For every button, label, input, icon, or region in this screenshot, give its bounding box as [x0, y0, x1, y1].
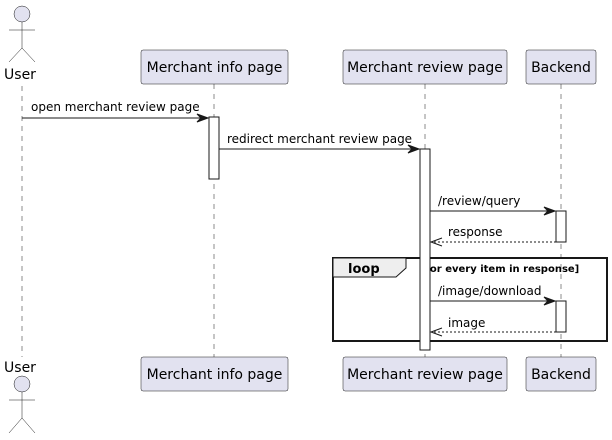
user-label-bottom: User: [4, 360, 36, 376]
merchant-info-label-top: Merchant info page: [147, 60, 283, 76]
message-response: response: [429, 225, 556, 247]
user-label-top: User: [4, 67, 36, 83]
merchant-info-box-bottom: Merchant info page: [140, 356, 289, 392]
backend-label-bottom: Backend: [531, 367, 591, 383]
message-open-review: open merchant review page: [22, 100, 210, 123]
backend-activation-2: [555, 300, 567, 333]
message-label: image: [448, 316, 485, 330]
user-actor-icon: [13, 5, 31, 23]
user-actor-icon: [13, 375, 31, 393]
message-label: /review/query: [438, 194, 520, 208]
backend-label-top: Backend: [531, 60, 591, 76]
loop-label: loop: [348, 262, 380, 277]
backend-box-top: Backend: [525, 49, 597, 85]
message-review-query: /review/query: [430, 194, 557, 216]
merchant-review-box-bottom: Merchant review page: [342, 356, 508, 392]
loop-condition: [for every item in response]: [421, 264, 579, 275]
backend-activation-1: [555, 210, 567, 243]
merchant-info-activation: [208, 116, 220, 180]
user-actor-bottom: User: [4, 360, 36, 434]
message-image: image: [429, 316, 556, 337]
backend-box-bottom: Backend: [525, 356, 597, 392]
message-label: open merchant review page: [31, 100, 200, 114]
merchant-review-activation: [419, 148, 431, 351]
message-label: /image/download: [438, 284, 542, 298]
merchant-review-label-bottom: Merchant review page: [347, 367, 503, 383]
message-image-download: /image/download: [430, 284, 557, 306]
merchant-review-box-top: Merchant review page: [342, 49, 508, 85]
merchant-info-label-bottom: Merchant info page: [147, 367, 283, 383]
message-label: redirect merchant review page: [227, 132, 412, 146]
message-redirect: redirect merchant review page: [219, 132, 421, 154]
merchant-review-label-top: Merchant review page: [347, 60, 503, 76]
loop-fragment: loop [for every item in response]: [332, 257, 608, 342]
user-actor-top: User: [4, 5, 36, 83]
merchant-info-box-top: Merchant info page: [140, 49, 289, 85]
message-label: response: [448, 225, 503, 239]
